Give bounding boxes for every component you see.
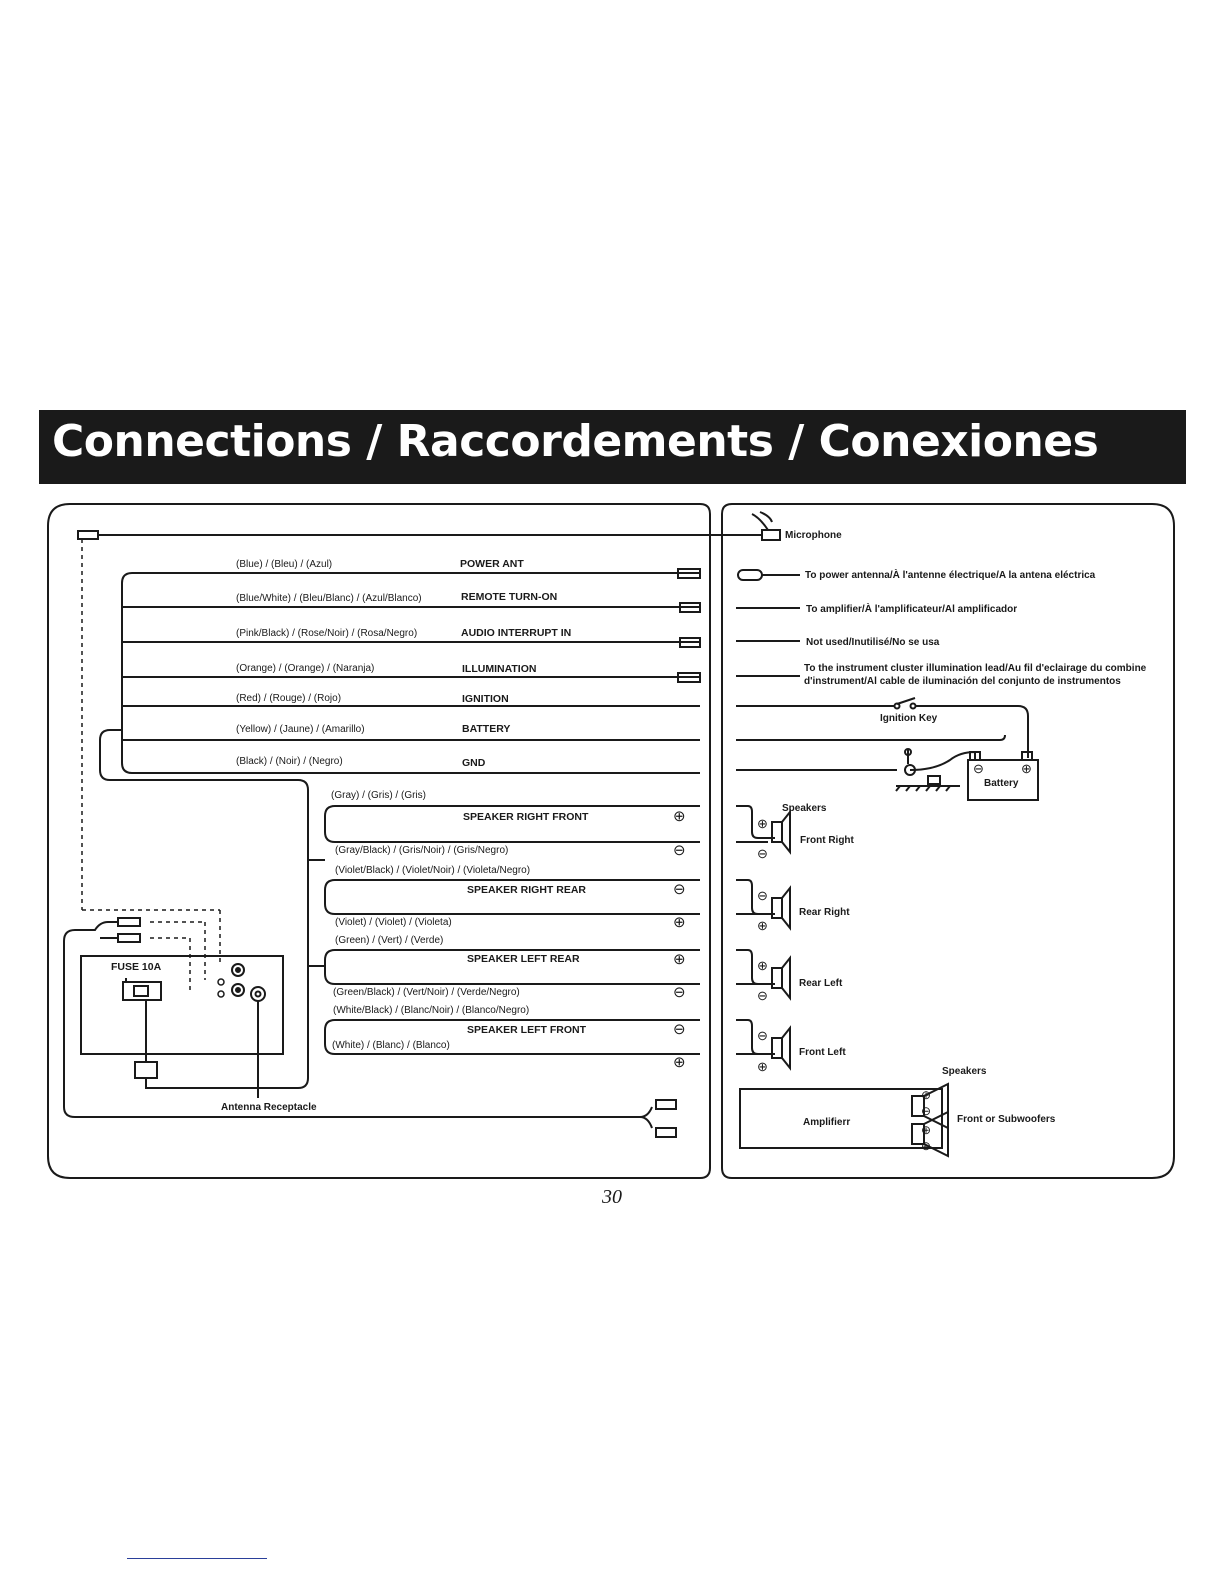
function-speaker-left-front: SPEAKER LEFT FRONT — [467, 1024, 587, 1036]
function-illumination: ILLUMINATION — [462, 663, 536, 675]
fuse-body — [122, 981, 162, 1001]
sub1-minus: ⊖ — [921, 1104, 931, 1118]
wire-label-orange: (Orange) / (Orange) / (Naranja) — [236, 663, 374, 674]
mic-jack — [77, 530, 99, 540]
function-power-ant: POWER ANT — [460, 558, 524, 570]
right-panel-frame — [721, 503, 1175, 1179]
power-antenna-label: To power antenna/À l'antenne électrique/… — [805, 568, 1096, 581]
rl-minus: ⊖ — [757, 988, 768, 1003]
speaker-rear-left-symbol — [736, 949, 791, 1001]
polarity-plus-lr: ⊕ — [673, 951, 686, 968]
wire-label-black: (Black) / (Noir) / (Negro) — [236, 756, 343, 767]
wire-label-white-black: (White/Black) / (Blanc/Noir) / (Blanco/N… — [333, 1005, 529, 1016]
speaker-front-right-symbol — [736, 805, 791, 855]
ignition-key-label: Ignition Key — [880, 713, 938, 724]
function-speaker-right-rear: SPEAKER RIGHT REAR — [467, 884, 586, 896]
page-number: 30 — [602, 1186, 622, 1208]
page-title: Connections / Raccordements / Conexiones — [52, 416, 1099, 467]
speaker-rear-right-symbol — [736, 879, 791, 931]
subwoofers-label: Front or Subwoofers — [957, 1114, 1056, 1125]
amplifier-label: Amplifierr — [803, 1117, 850, 1128]
wire-label-gray: (Gray) / (Gris) / (Gris) — [331, 790, 426, 801]
title-bar: Connections / Raccordements / Conexiones — [39, 410, 1186, 484]
wire-label-white: (White) / (Blanc) / (Blanco) — [332, 1040, 450, 1051]
polarity-minus-lf: ⊖ — [673, 1021, 686, 1038]
polarity-plus-rf: ⊕ — [673, 808, 686, 825]
wire-label-blue-white: (Blue/White) / (Bleu/Blanc) / (Azul/Blan… — [236, 593, 422, 604]
speakers-heading-top: Speakers — [782, 803, 827, 814]
fr-plus: ⊕ — [757, 816, 768, 831]
antenna-receptacle — [250, 986, 266, 1002]
fuse-label: FUSE 10A — [111, 961, 162, 973]
battery-box — [967, 759, 1039, 801]
polarity-plus-rr: ⊕ — [673, 914, 686, 931]
wire-label-violet-black: (Violet/Black) / (Violet/Noir) / (Violet… — [335, 865, 530, 876]
not-used-label: Not used/Inutilisé/No se usa — [806, 637, 940, 648]
function-ignition: IGNITION — [462, 693, 509, 705]
illumination-label-line1: To the instrument cluster illumination l… — [804, 663, 1147, 674]
amplifier-box — [739, 1088, 943, 1149]
sub2-plus: ⊕ — [921, 1123, 931, 1137]
illumination-label-line2: d'instrument/Al cable de iluminación del… — [804, 676, 1121, 687]
function-speaker-left-rear: SPEAKER LEFT REAR — [467, 953, 580, 965]
fuse-holder — [134, 1061, 158, 1079]
rr-plus: ⊕ — [757, 918, 768, 933]
amplifier-line-label: To amplifier/À l'amplificateur/Al amplif… — [806, 602, 1017, 615]
battery-plus: ⊕ — [1021, 761, 1032, 776]
fr-minus: ⊖ — [757, 846, 768, 861]
battery-minus: ⊖ — [973, 761, 984, 776]
wire-label-blue: (Blue) / (Bleu) / (Azul) — [236, 559, 332, 570]
rear-left-label: Rear Left — [799, 978, 843, 989]
sub2-minus: ⊖ — [921, 1139, 931, 1153]
rear-right-label: Rear Right — [799, 907, 850, 918]
head-unit-box — [80, 955, 284, 1055]
sub1-plus: ⊕ — [921, 1088, 931, 1102]
wire-label-green: (Green) / (Vert) / (Verde) — [335, 935, 443, 946]
rr-minus: ⊖ — [757, 888, 768, 903]
left-panel-frame — [47, 503, 711, 1179]
wire-label-green-black: (Green/Black) / (Vert/Noir) / (Verde/Neg… — [333, 987, 520, 998]
function-battery: BATTERY — [462, 723, 510, 735]
wire-label-violet: (Violet) / (Violet) / (Violeta) — [335, 917, 452, 928]
front-left-label: Front Left — [799, 1047, 846, 1058]
wire-label-yellow: (Yellow) / (Jaune) / (Amarillo) — [236, 724, 365, 735]
battery-label: Battery — [984, 778, 1019, 789]
antenna-receptacle-label: Antenna Receptacle — [221, 1102, 317, 1113]
polarity-minus-rf: ⊖ — [673, 842, 686, 859]
rl-plus: ⊕ — [757, 958, 768, 973]
polarity-minus-rr: ⊖ — [673, 881, 686, 898]
fl-plus: ⊕ — [757, 1059, 768, 1074]
function-remote-turn-on: REMOTE TURN-ON — [461, 591, 557, 603]
function-gnd: GND — [462, 757, 486, 769]
function-audio-interrupt: AUDIO INTERRUPT IN — [461, 627, 571, 639]
wire-label-pink-black: (Pink/Black) / (Rose/Noir) / (Rosa/Negro… — [236, 628, 417, 639]
footnote-rule — [127, 1558, 267, 1559]
fl-minus: ⊖ — [757, 1028, 768, 1043]
polarity-minus-lr: ⊖ — [673, 984, 686, 1001]
speaker-front-left-symbol — [736, 1019, 791, 1071]
wire-label-red: (Red) / (Rouge) / (Rojo) — [236, 693, 341, 704]
front-right-label: Front Right — [800, 835, 855, 846]
function-speaker-right-front: SPEAKER RIGHT FRONT — [463, 811, 589, 823]
microphone-label: Microphone — [785, 530, 842, 541]
speakers-heading-bottom: Speakers — [942, 1066, 987, 1077]
polarity-plus-lf: ⊕ — [673, 1054, 686, 1071]
wire-label-gray-black: (Gray/Black) / (Gris/Noir) / (Gris/Negro… — [335, 845, 508, 856]
